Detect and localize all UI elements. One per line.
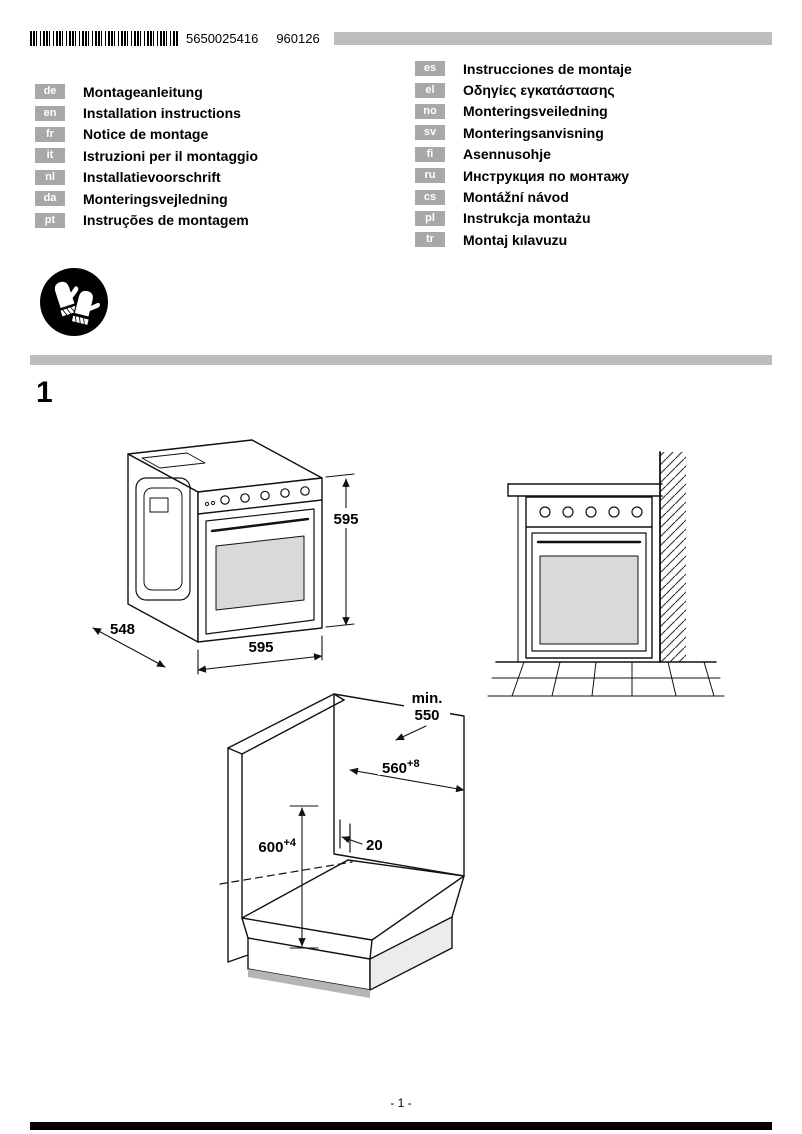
language-code-badge: es [415,61,445,77]
barcode-text: 5650025416 960126 [186,31,320,46]
control-knob [585,506,597,518]
control-knob [300,486,310,496]
language-row: nl Installatievoorschrift [35,167,258,188]
dim-min-depth: 550 [414,707,439,724]
language-code-badge: nl [35,169,65,185]
language-code-badge: fr [35,126,65,142]
door-window [539,555,639,645]
language-title: Notice de montage [83,126,209,143]
cabinet-left-panel [227,693,345,963]
door-window [215,535,305,611]
floor-tiles [487,661,725,697]
figure-number: 1 [36,376,53,409]
language-row: en Installation instructions [35,102,258,123]
oven-dimension-lines [92,473,355,675]
language-row: pt Instruções de montagem [35,209,258,230]
language-row: cs Montážní návod [415,186,632,207]
language-title: Instrukcja montażu [463,210,591,227]
language-title: Installation instructions [83,105,241,122]
oven-isometric-drawing [127,439,323,643]
language-row: it Istruzioni per il montaggio [35,145,258,166]
language-row: fr Notice de montage [35,124,258,145]
language-code-badge: en [35,105,65,121]
header-gray-bar [333,31,772,45]
language-row: sv Monteringsanvisning [415,122,632,143]
language-title: Instrucciones de montaje [463,60,632,77]
language-code-badge: el [415,82,445,98]
oven-door [531,532,647,652]
control-knob [240,493,250,503]
control-knob [562,506,574,518]
oven-front [525,496,653,659]
language-title: Montaj kılavuzu [463,231,568,248]
language-row: es Instrucciones de montaje [415,58,632,79]
door-handle [210,517,310,533]
figure-1-drawing: 595 548 595 [92,439,725,998]
language-list-left: de Montageanleitung en Installation instru… [35,81,258,231]
control-knob [220,495,230,505]
wall-hatching [660,452,686,662]
protective-gloves-icon [38,266,110,338]
control-knob [631,506,643,518]
language-row: no Monteringsveiledning [415,101,632,122]
language-row: fi Asennusohje [415,144,632,165]
language-code-badge: de [35,84,65,100]
language-code-badge: tr [415,232,445,248]
language-title: Инструкция по монтажу [463,167,630,184]
language-code-badge: no [415,103,445,119]
language-row: da Monteringsvejledning [35,188,258,209]
language-title: Monteringsvejledning [83,190,228,207]
dim-oven-depth: 548 [110,621,135,638]
language-code-badge: pl [415,210,445,226]
language-title: Istruzioni per il montaggio [83,147,258,164]
language-title: Οδηγίες εγκατάστασης [463,82,615,99]
control-knob [539,506,551,518]
dim-niche-width: 560+8 [382,758,420,777]
barcode [30,30,178,46]
dim-oven-height: 595 [333,511,358,528]
language-title: Montážní návod [463,189,569,206]
barcode-number: 5650025416 [186,30,259,46]
language-row: tr Montaj kılavuzu [415,229,632,250]
language-code-badge: it [35,148,65,164]
control-knob [260,490,270,501]
language-list-right: es Instrucciones de montaje el Οδηγίες εγκ… [415,58,632,251]
language-row: el Οδηγίες εγκατάστασης [415,79,632,100]
page-number: - 1 - [390,1096,412,1110]
dim-niche-height: 600+4 [258,837,296,856]
language-title: Monteringsanvisning [463,124,604,141]
language-row: pl Instrukcja montażu [415,208,632,229]
language-row: ru Инструкция по монтажу [415,165,632,186]
dim-rail-offset: 20 [366,837,383,854]
language-code-badge: cs [415,189,445,205]
language-code-badge: sv [415,125,445,141]
control-knob [280,488,290,498]
cabinet-shadow [248,969,370,998]
header-bar: 5650025416 960126 [30,30,772,46]
barcode-code: 960126 [276,30,320,46]
language-title: Monteringsveiledning [463,103,608,120]
section-divider-bar [30,355,772,365]
dim-oven-width: 595 [248,639,273,656]
language-title: Asennusohje [463,146,551,163]
language-title: Montageanleitung [83,83,203,100]
dim-min-label: min. [412,690,443,707]
language-title: Instruções de montagem [83,212,249,229]
language-code-badge: fi [415,146,445,162]
niche-dimension-lines [289,725,465,949]
cabinet-niche-drawing [219,693,465,998]
language-row: de Montageanleitung [35,81,258,102]
bottom-bar [30,1122,772,1130]
dashed-reference-line [219,861,353,885]
built-under-oven-drawing [487,451,725,697]
oven-top-vent [141,452,206,469]
language-title: Installatievoorschrift [83,169,221,186]
language-code-badge: da [35,191,65,207]
control-knob [608,506,620,518]
oven-door [205,508,315,635]
oven-side-panel [135,477,191,601]
language-code-badge: ru [415,168,445,184]
language-code-badge: pt [35,212,65,228]
